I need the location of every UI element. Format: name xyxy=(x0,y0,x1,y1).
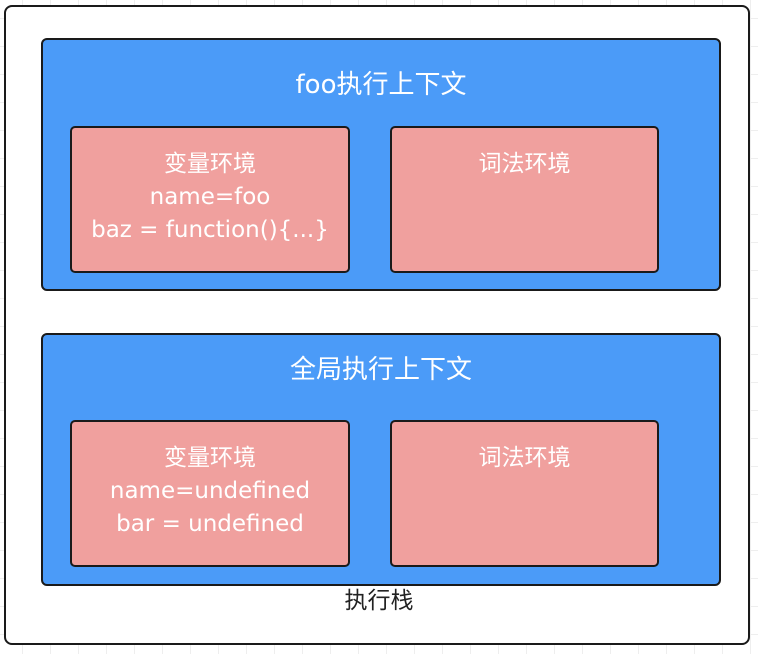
execution-stack-label: 执行栈 xyxy=(344,588,414,614)
global-variable-environment: 变量环境 name=undefined bar = undefined xyxy=(70,420,350,567)
foo-variable-environment: 变量环境 name=foo baz = function(){...} xyxy=(70,126,350,273)
foo-variable-environment-title: 变量环境 xyxy=(164,151,256,177)
global-variable-name-line: name=undefined xyxy=(109,478,311,504)
global-lexical-environment: 词法环境 xyxy=(390,420,659,567)
global-execution-context: 全局执行上下文 变量环境 name=undefined bar = undefi… xyxy=(41,333,721,586)
foo-context-title: foo执行上下文 xyxy=(295,70,467,100)
foo-lexical-environment-title: 词法环境 xyxy=(478,151,571,177)
foo-variable-baz-line: baz = function(){...} xyxy=(91,217,329,243)
global-variable-bar-line: bar = undefined xyxy=(116,511,304,537)
global-variable-environment-title: 变量环境 xyxy=(164,445,256,471)
global-context-title: 全局执行上下文 xyxy=(289,355,472,385)
foo-variable-name-line: name=foo xyxy=(149,184,271,210)
foo-execution-context: foo执行上下文 变量环境 name=foo baz = function(){… xyxy=(41,38,721,291)
global-lexical-environment-title: 词法环境 xyxy=(478,445,571,471)
foo-lexical-environment: 词法环境 xyxy=(390,126,659,273)
execution-stack-container: foo执行上下文 变量环境 name=foo baz = function(){… xyxy=(4,5,750,645)
